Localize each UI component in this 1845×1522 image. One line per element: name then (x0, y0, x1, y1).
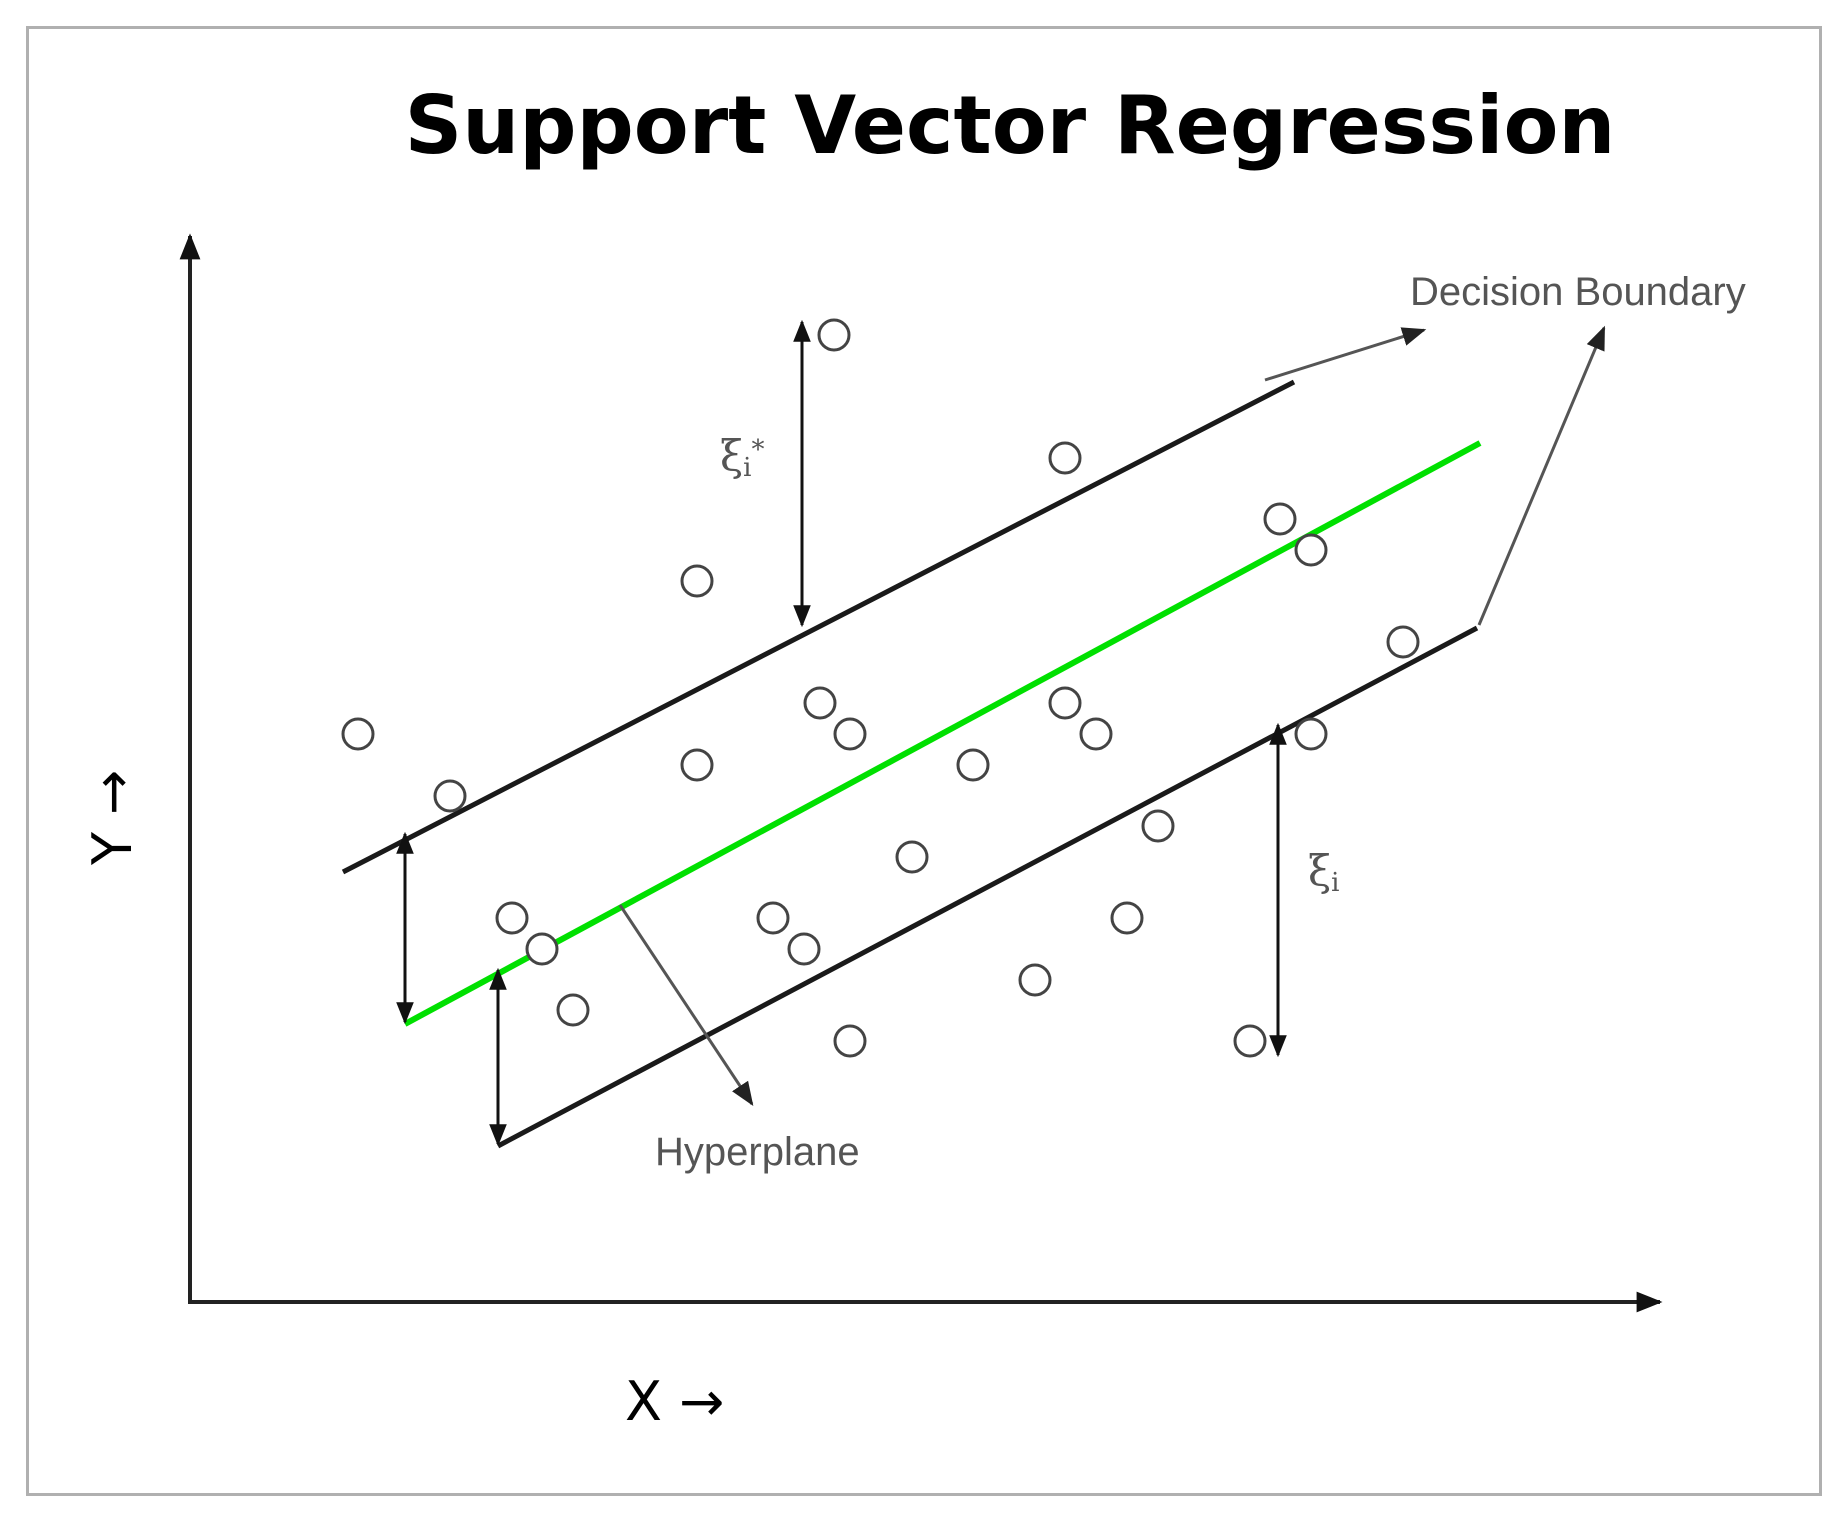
xi-subscript: i (1331, 868, 1339, 898)
decision-boundary-label: Decision Boundary (1410, 270, 1746, 314)
xi-label: ξi (1308, 846, 1339, 898)
data-point (556, 993, 590, 1027)
figure-frame (26, 26, 1822, 1496)
data-point (1294, 717, 1328, 751)
data-point (1048, 441, 1082, 475)
data-point (341, 717, 375, 751)
hyperplane-pointer (618, 904, 754, 1107)
data-points (341, 318, 1420, 1058)
decision-boundary-pointer-lower (1477, 325, 1606, 626)
x-axis-label: X → (625, 1370, 724, 1433)
xi-star-symbol: ξ (720, 431, 743, 480)
hyperplane-label: Hyperplane (655, 1130, 860, 1174)
data-point (756, 901, 790, 935)
data-point (803, 686, 837, 720)
data-point (956, 748, 990, 782)
data-point (680, 748, 714, 782)
xi-star-superscript: * (751, 435, 764, 465)
y-axis-label: Y → (81, 770, 144, 866)
decision-boundary-pointer-upper (1264, 327, 1427, 382)
data-point (1110, 901, 1144, 935)
data-point (1294, 533, 1328, 567)
lower-boundary-line (496, 625, 1479, 1149)
xi-star-subscript: i (743, 453, 751, 483)
data-point (833, 717, 867, 751)
data-point (525, 932, 559, 966)
data-point (680, 564, 714, 598)
upper-boundary-line (341, 379, 1296, 875)
data-point (1141, 809, 1175, 843)
data-point (1048, 686, 1082, 720)
data-point (495, 901, 529, 935)
data-point (1263, 502, 1297, 536)
data-point (895, 840, 929, 874)
data-point (817, 318, 851, 352)
data-point (1079, 717, 1113, 751)
data-point (433, 779, 467, 813)
data-point (1233, 1024, 1267, 1058)
xi-symbol: ξ (1308, 846, 1331, 895)
data-point (833, 1024, 867, 1058)
data-point (1386, 625, 1420, 659)
data-point (787, 932, 821, 966)
data-point (1018, 963, 1052, 997)
xi-star-label: ξi* (720, 431, 764, 483)
diagram-title: Support Vector Regression (405, 79, 1616, 172)
